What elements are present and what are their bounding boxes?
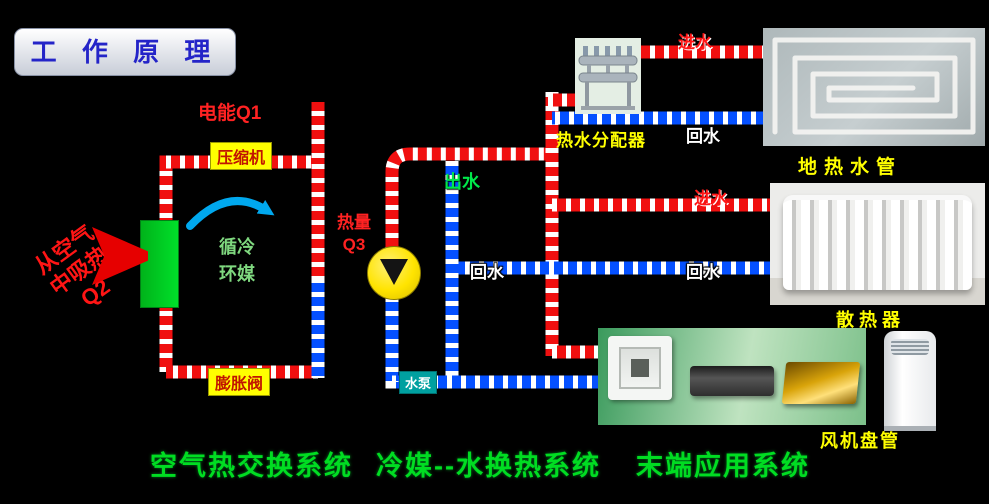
system-label-air-exchange: 空气热交换系统 [150, 451, 353, 481]
inlet-water-label-radiator: 进水 [694, 189, 728, 208]
ceiling-cassette-unit [608, 336, 672, 400]
manifold-caption: 热水分配器 [556, 131, 646, 150]
page-title: 工 作 原 理 [14, 28, 236, 76]
radiator-drawing [782, 195, 973, 291]
pump-symbol [367, 246, 421, 300]
absorb-heat-label: 从空气 中吸热 Q2 [8, 204, 152, 339]
manifold-drawing [578, 46, 638, 110]
return-water-label-radiator: 回水 [686, 263, 720, 282]
floor-pipe-caption: 地热水管 [798, 157, 903, 178]
heat-q3-line-1: 热量 [337, 213, 371, 232]
system-label-terminal-application: 末端应用系统 [636, 451, 810, 481]
rotation-arrow-icon [186, 197, 275, 230]
inlet-water-label-floor: 进水 [678, 33, 712, 52]
water-pump-label: 水泵 [399, 371, 438, 394]
electric-energy-label: 电能Q1 [198, 103, 262, 124]
system-label-refrigerant-water: 冷媒--水换热系统 [376, 451, 601, 481]
heat-q3-label: 热量 Q3 [328, 212, 380, 256]
manifold-photo [575, 38, 641, 114]
return-water-label-floor: 回水 [686, 127, 720, 146]
water-out-label: 出水 [444, 172, 480, 192]
floor-standing-unit [884, 331, 936, 431]
floor-heating-photo [763, 28, 985, 146]
fan-coil-caption: 风机盘管 [820, 431, 900, 451]
compressor-label: 压缩机 [210, 142, 273, 170]
heat-q3-line-2: Q3 [342, 235, 366, 255]
expansion-valve-label: 膨胀阀 [208, 368, 271, 396]
refrigerant-label: 循冷 环媒 [194, 234, 280, 288]
gold-unit [781, 362, 861, 404]
cassette-grille [619, 347, 661, 389]
ducted-unit [690, 366, 774, 396]
fan-coil-photo [598, 328, 866, 425]
refrigerant-line-2: 环媒 [219, 264, 255, 284]
return-water-label-left: 回水 [470, 263, 504, 282]
radiator-photo [770, 183, 985, 305]
floor-coil-drawing [772, 37, 976, 135]
radiator-caption: 散热器 [836, 310, 905, 330]
page-title-text: 工 作 原 理 [30, 37, 220, 67]
refrigerant-line-1: 循冷 [219, 237, 255, 257]
